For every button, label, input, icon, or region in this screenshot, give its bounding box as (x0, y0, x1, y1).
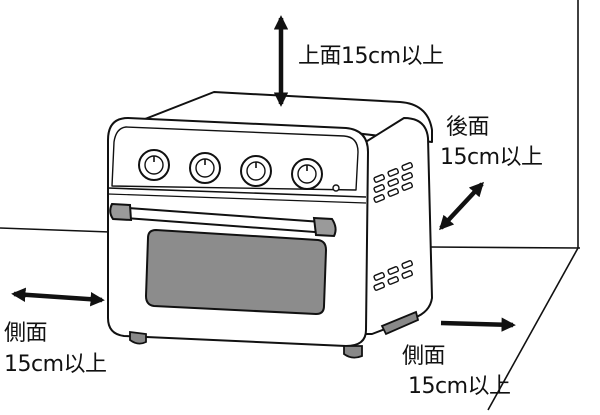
back-clearance-title: 後面 (446, 115, 490, 140)
knob (240, 155, 272, 187)
foot (380, 310, 420, 336)
vent-slot (373, 194, 386, 203)
side-vents (373, 162, 414, 291)
control-knobs (138, 149, 340, 192)
oven-feet (129, 310, 420, 359)
room-outline (0, 0, 581, 411)
arrow-back (439, 181, 484, 231)
vent-slot (387, 266, 400, 275)
foot (343, 345, 363, 359)
floor-back-edge-right (429, 246, 581, 249)
foot (129, 330, 147, 345)
indicator-lamp (332, 184, 340, 192)
floor-side-edge (487, 247, 579, 411)
left-side-clearance-value: 15cm以上 (4, 352, 107, 377)
arrow-side-left (11, 287, 105, 307)
arrow-side-right (440, 317, 516, 332)
right-side-clearance-title: 側面 (402, 344, 446, 369)
vent-slot (401, 162, 414, 171)
vent-slot (387, 276, 400, 285)
knob (291, 158, 323, 190)
vent-slot (387, 188, 400, 197)
oven-window (144, 228, 328, 316)
panel-door-divider-2 (107, 193, 367, 204)
knob (138, 149, 170, 181)
back-clearance-value: 15cm以上 (440, 145, 543, 170)
vent-slot (401, 260, 414, 269)
handle-right-mount (312, 216, 337, 238)
right-side-clearance-value: 15cm以上 (408, 374, 511, 399)
control-panel-border (111, 126, 359, 191)
vent-slot (387, 178, 400, 187)
handle-left-mount (109, 202, 133, 222)
vent-slot (373, 174, 386, 183)
vent-slot (401, 172, 414, 181)
knob (189, 152, 221, 184)
vent-slot (373, 184, 386, 193)
clearance-arrows (11, 15, 516, 332)
vent-slot (373, 282, 386, 291)
door-handle (109, 202, 337, 238)
vent-slot (373, 272, 386, 281)
floor-back-edge (0, 227, 111, 233)
vent-slot (387, 168, 400, 177)
panel-door-divider (107, 187, 367, 198)
top-clearance-label: 上面15cm以上 (298, 44, 444, 69)
left-side-clearance-title: 側面 (4, 321, 48, 346)
vent-slot (401, 270, 414, 279)
vent-slot (401, 182, 414, 191)
